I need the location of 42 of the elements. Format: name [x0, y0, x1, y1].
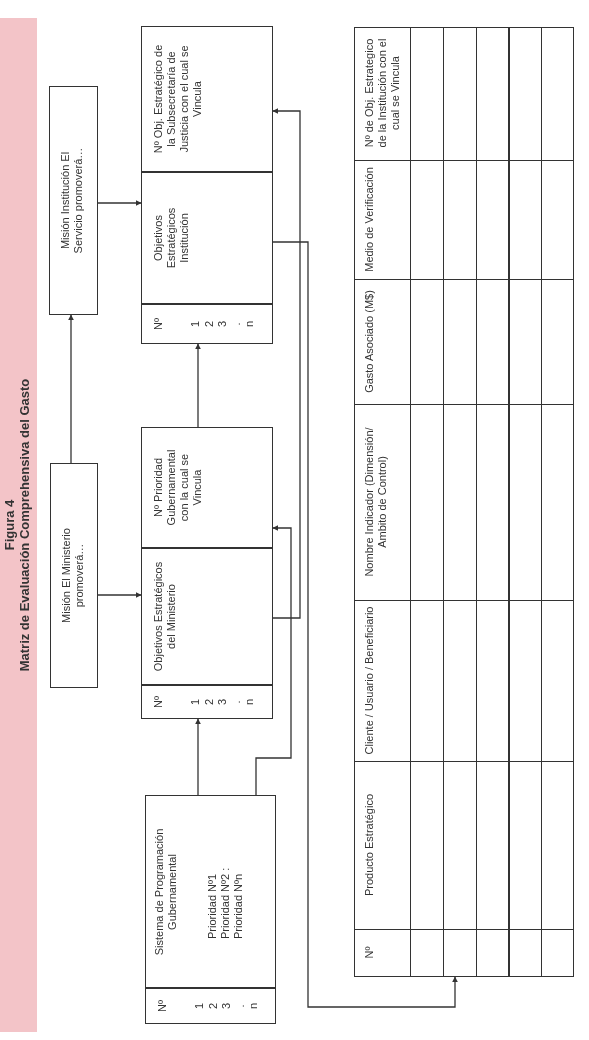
table-cell — [141, 427, 273, 548]
column-header: Nº — [152, 695, 165, 710]
arrow — [97, 200, 142, 206]
number-list: 1 2 3 . n — [189, 320, 257, 328]
process-box — [50, 463, 98, 688]
arrow — [272, 241, 458, 1008]
table — [354, 27, 574, 977]
box-text: Misión Institución El Servicio promoverá… — [59, 146, 85, 256]
column-header: Nº de Obj. Estrategico de la Institución con el cual se Vincula — [363, 37, 402, 150]
table-cell — [141, 548, 273, 685]
column-header: Nombre Indicador (Dimensión/ Ambito de Control) — [363, 426, 389, 579]
column-header: Cliente / Usuario / Beneficiario — [363, 606, 376, 755]
priority-list: Prioridad Nº1 Prioridad Nº2 : Prioridad Nºn — [206, 857, 245, 939]
figure-title: Figura 4 — [3, 499, 17, 551]
box-text: Misión El Ministerio promoverá… — [60, 527, 86, 625]
cell-text: Nº Obj. Estratégico de la Subsecretaría de Justicia con el cual se Vincula — [152, 43, 204, 156]
number-list: 1 2 3 . n — [189, 698, 257, 706]
table-cell — [145, 795, 276, 988]
column-header: Nº — [363, 945, 376, 961]
column-header: Medio de Verificación — [363, 166, 376, 273]
cell-text: Objetivos Estratégicos del Ministerio — [152, 561, 178, 672]
column-header: Nº — [152, 317, 165, 332]
column-header: Gasto Asociado (M$) — [363, 289, 376, 395]
cell-text: Objetivos Estratégicos Institución — [152, 206, 191, 271]
cell-text: Nº Prioridad Gubernamental con la cual se Vincula — [152, 448, 204, 528]
table-cell — [141, 26, 273, 172]
table-cell — [141, 304, 273, 344]
column-header: Nº — [156, 999, 169, 1014]
arrow — [97, 592, 142, 598]
table-cell — [141, 172, 273, 304]
arrow — [68, 314, 74, 464]
number-list: 1 2 3 . n — [193, 1002, 261, 1010]
subheading: Matriz de Evaluación Comprehensiva del Gasto — [18, 378, 32, 672]
arrow — [195, 343, 201, 428]
cell-heading: Sistema de Programación Gubernamental — [153, 827, 179, 958]
arrow — [195, 718, 201, 796]
process-box — [49, 86, 98, 315]
arrow — [255, 525, 292, 796]
column-header: Producto Estratégico — [363, 792, 376, 899]
table-cell — [145, 988, 276, 1024]
table-cell — [141, 685, 273, 719]
arrow — [272, 108, 301, 619]
